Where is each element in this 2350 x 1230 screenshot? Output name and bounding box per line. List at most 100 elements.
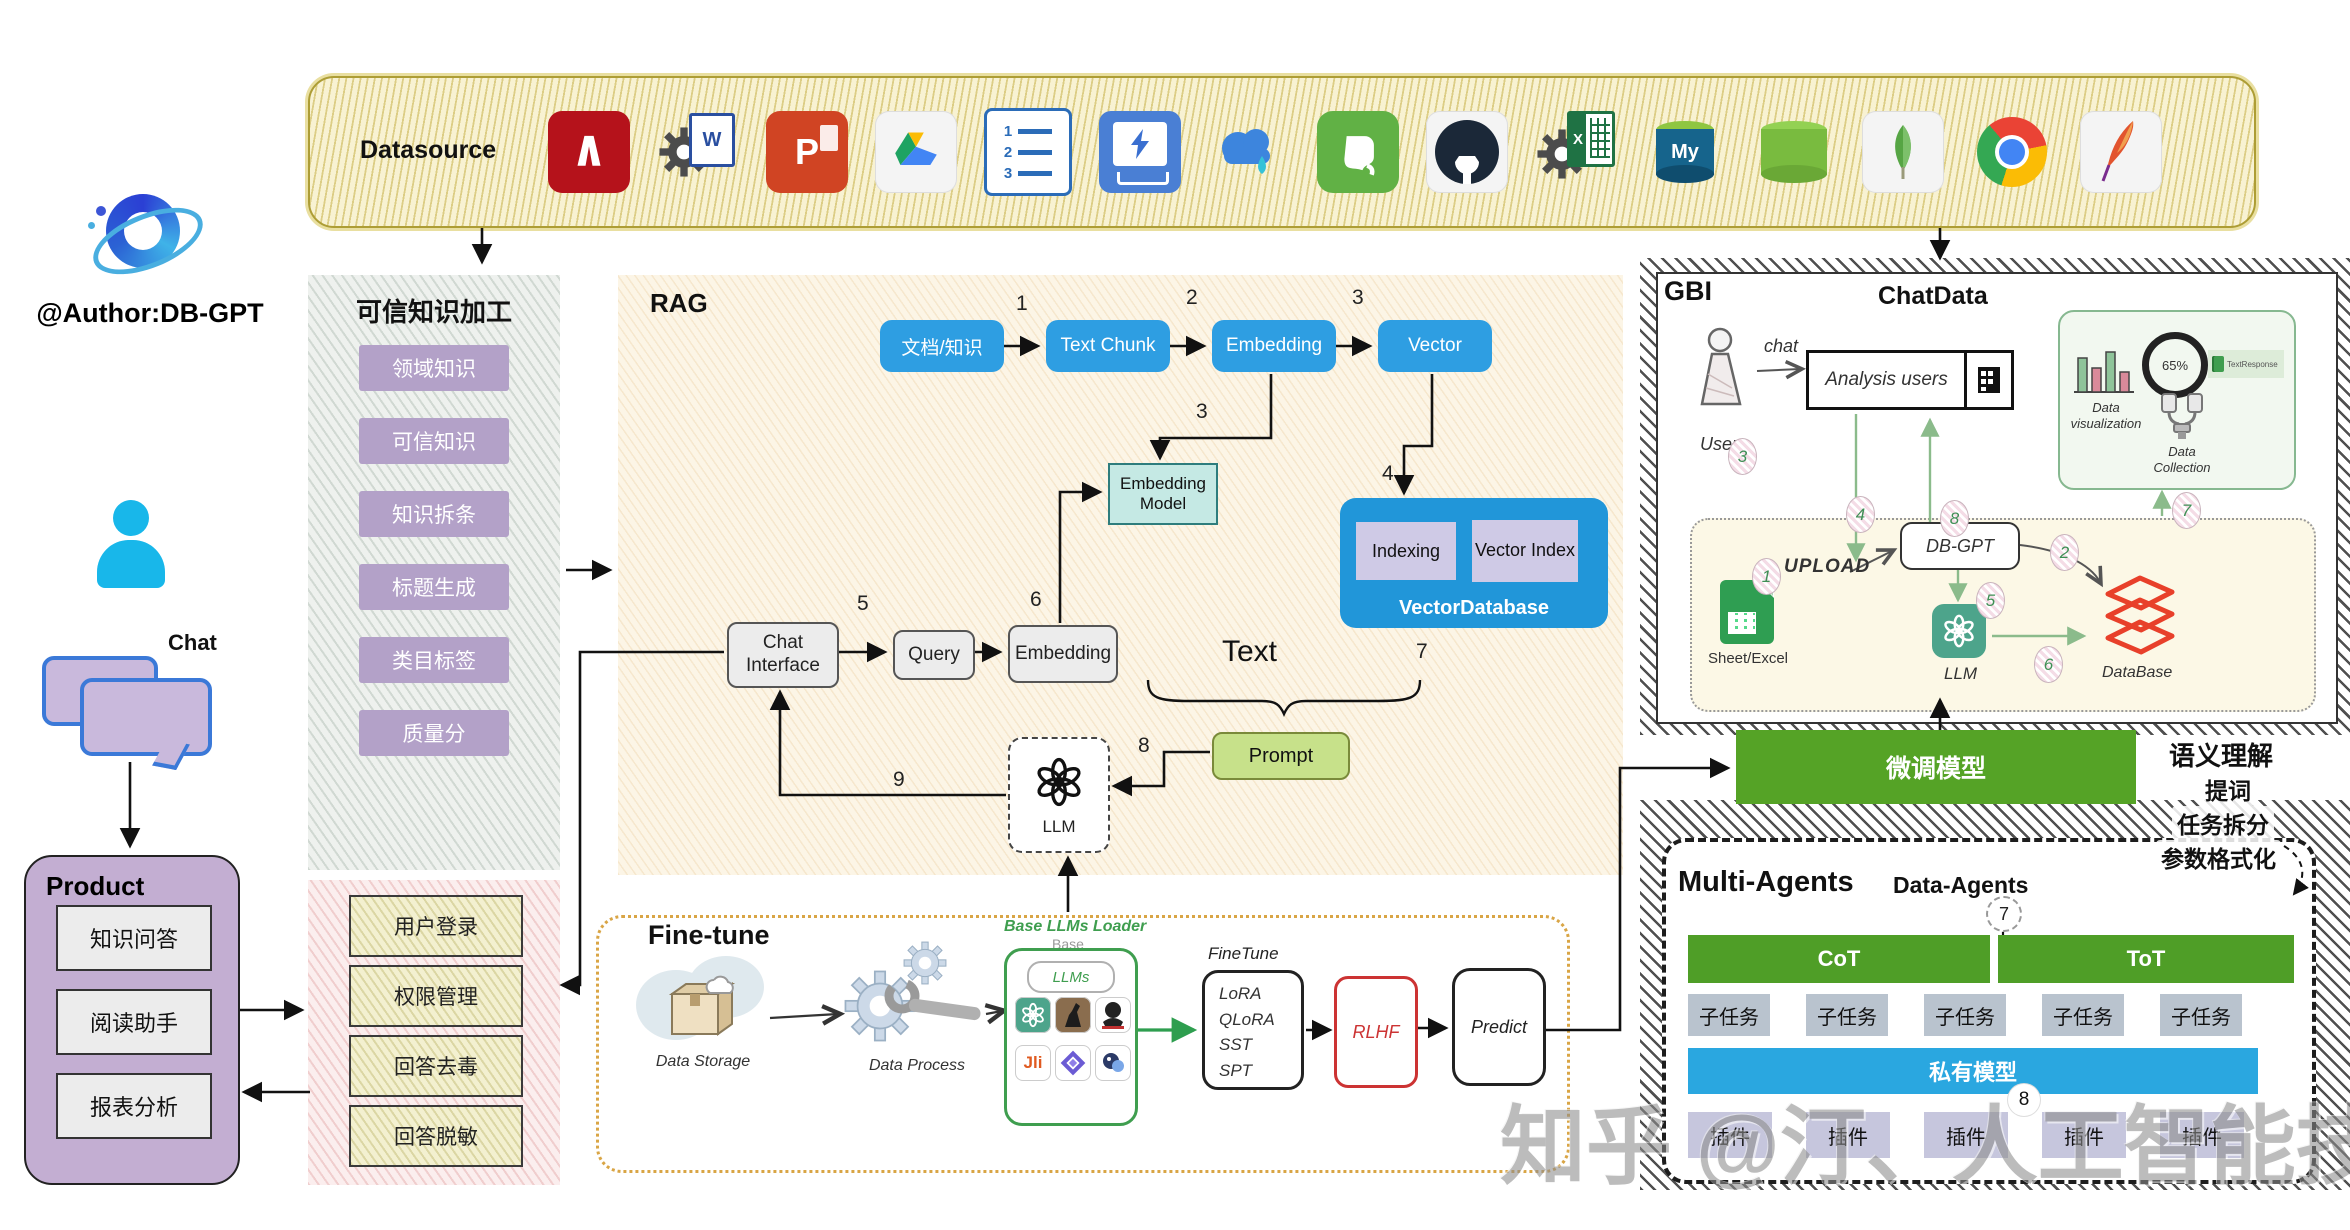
step-9: 9 <box>893 768 905 791</box>
mysql-icon: My <box>1644 111 1726 193</box>
vector-index-box: Vector Index <box>1472 520 1578 582</box>
tot-box: ToT <box>1998 935 2294 983</box>
gbi-num-4: 4 <box>1846 496 1875 533</box>
vector-database-box: Indexing Vector Index VectorDatabase <box>1340 498 1608 628</box>
gbi-num-6: 6 <box>2034 646 2063 683</box>
tuned-model-box: 微调模型 <box>1736 730 2136 804</box>
data-process-label: Data Process <box>868 1057 966 1074</box>
gbi-num-5: 5 <box>1976 582 2005 619</box>
finetune-title: Fine-tune <box>640 920 778 951</box>
plugin-box: 插件 <box>2160 1112 2244 1158</box>
openai-icon <box>1031 754 1087 815</box>
method-spt: SPT <box>1219 1060 1253 1080</box>
step-2: 2 <box>1186 286 1198 309</box>
chat-label: Chat <box>168 630 217 655</box>
gorilla-model-icon <box>1095 997 1131 1033</box>
jli-model-icon: Jli <box>1015 1045 1051 1081</box>
mini-bar-chart-icon <box>2072 336 2138 403</box>
multi-agents-title: Multi-Agents <box>1678 866 1854 898</box>
knowledge-item: 标题生成 <box>359 564 509 610</box>
note-task-split: 任务拆分 <box>2172 806 2274 840</box>
subtask-box: 子任务 <box>2160 994 2242 1036</box>
data-storage-label: Data Storage <box>655 1053 751 1070</box>
data-process-icon <box>842 940 992 1055</box>
finetune-method-box: LoRA QLoRA SST SPT <box>1202 970 1304 1090</box>
step-8: 8 <box>1138 734 1150 757</box>
gbi-num-7: 7 <box>2172 492 2201 529</box>
mini-tag: TextResponse <box>2208 350 2284 378</box>
product-item: 阅读助手 <box>56 989 212 1055</box>
gbi-num-8: 8 <box>1940 500 1969 537</box>
note-semantic: 语义理解 <box>2164 736 2279 773</box>
book-icon <box>2212 356 2224 372</box>
github-icon <box>1426 111 1508 193</box>
evernote-icon <box>1317 111 1399 193</box>
product-item: 知识问答 <box>56 905 212 971</box>
data-visualization-label: Data visualization <box>2070 400 2142 431</box>
indexing-box: Indexing <box>1356 522 1456 580</box>
chat-interface-box: Chat Interface <box>727 622 839 688</box>
chart-button-icon[interactable] <box>1964 353 2011 407</box>
vector-database-label: VectorDatabase <box>1398 597 1550 619</box>
llms-pill: LLMs <box>1027 961 1115 993</box>
knowledge-item: 质量分 <box>359 710 509 756</box>
product-item: 报表分析 <box>56 1073 212 1139</box>
step-3b: 3 <box>1196 400 1208 423</box>
security-item: 回答去毒 <box>349 1035 523 1097</box>
gbi-database-icon <box>2096 570 2182 667</box>
upload-label: UPLOAD <box>1784 556 1871 577</box>
mini-donut: 65% <box>2142 332 2208 398</box>
plugin-box: 插件 <box>1688 1112 1772 1158</box>
subtask-box: 子任务 <box>1688 994 1770 1036</box>
rag-embedding-box: Embedding <box>1212 320 1336 372</box>
method-lora: LoRA <box>1219 984 1262 1003</box>
rlhf-box: RLHF <box>1334 976 1418 1088</box>
watermark: 知乎 @汀、人工智能技术 <box>1500 1099 2350 1195</box>
ma-num-7: 7 <box>1986 896 2022 932</box>
subtask-box: 子任务 <box>1806 994 1888 1036</box>
embedding-model-box: Embedding Model <box>1108 463 1218 525</box>
word-gear-icon: W <box>657 111 739 193</box>
plugin-box: 插件 <box>2042 1112 2126 1158</box>
analysis-users-box[interactable]: Analysis users <box>1806 350 2014 410</box>
step-6: 6 <box>1030 588 1042 611</box>
knowledge-item: 可信知识 <box>359 418 509 464</box>
finetune-method-label: FineTune <box>1208 944 1279 963</box>
private-model-box: 私有模型 <box>1688 1048 2258 1094</box>
method-sst: SST <box>1219 1035 1253 1054</box>
subtask-box: 子任务 <box>1924 994 2006 1036</box>
plugin-box: 插件 <box>1924 1112 2008 1158</box>
text-label: Text <box>1222 635 1278 668</box>
powerpoint-icon: P <box>766 111 848 193</box>
plugin-box: 插件 <box>1806 1112 1890 1158</box>
query-box: Query <box>893 630 975 680</box>
note-prompt: 提词 <box>2200 772 2256 806</box>
step-4: 4 <box>1382 462 1394 485</box>
apache-feather-icon <box>2080 111 2162 193</box>
knowledge-item: 领域知识 <box>359 345 509 391</box>
gbi-llm-icon <box>1932 604 1986 658</box>
llm-box: LLM <box>1008 737 1110 853</box>
analysis-users-text: Analysis users <box>1825 369 1948 390</box>
rag-title: RAG <box>650 288 708 318</box>
purple-model-icon <box>1055 1045 1091 1081</box>
gbi-num-1: 1 <box>1752 558 1781 595</box>
chatdata-title: ChatData <box>1878 282 1988 310</box>
ma-num-8: 8 <box>2008 1084 2040 1116</box>
alpaca-model-icon <box>1055 997 1091 1033</box>
cot-box: CoT <box>1688 935 1990 983</box>
mini-tag-text: TextResponse <box>2227 359 2278 369</box>
sheet-excel-label: Sheet/Excel <box>1707 650 1789 667</box>
knowledge-item: 知识拆条 <box>359 491 509 537</box>
note-param-format: 参数格式化 <box>2156 840 2281 874</box>
base-llms-loader-box: LLMs Jli <box>1004 948 1138 1126</box>
cloud-rain-icon <box>1208 111 1290 193</box>
data-collection-icon <box>2154 392 2210 447</box>
loader-label: Base LLMs Loader <box>1004 918 1147 935</box>
openai-model-icon <box>1015 997 1051 1033</box>
gbi-llm-label: LLM <box>1944 664 1978 683</box>
predict-box: Predict <box>1452 968 1546 1086</box>
product-panel: Product 知识问答 阅读助手 报表分析 <box>24 855 240 1185</box>
